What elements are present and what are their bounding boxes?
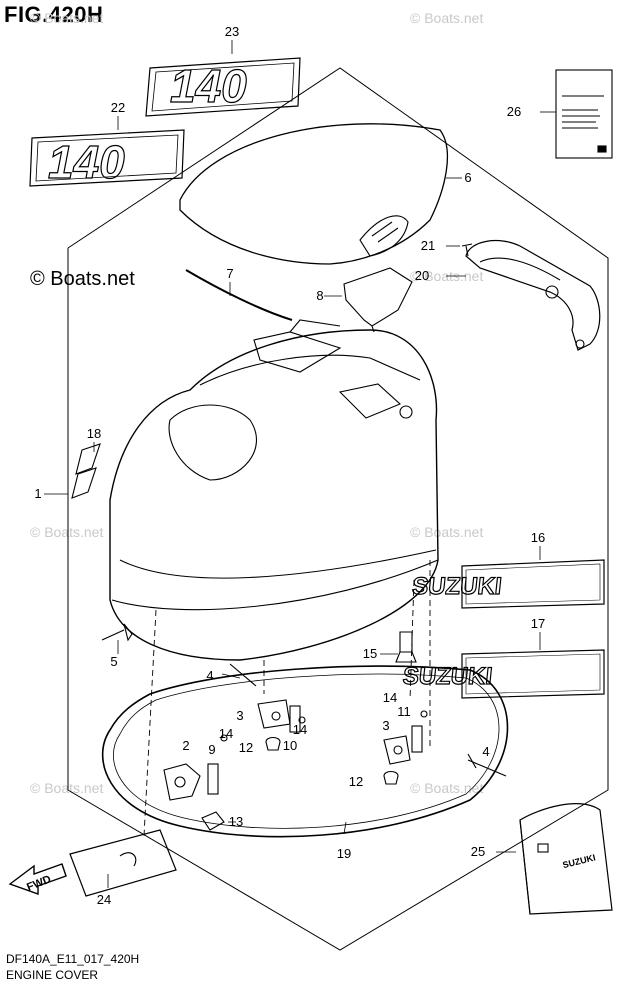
clip-bracket (395, 631, 417, 663)
callout-number: 2 (182, 738, 189, 753)
latch-center (257, 699, 291, 729)
suzuki-emblem (71, 443, 101, 499)
callout-number: 6 (464, 170, 471, 185)
bolt-right (467, 753, 507, 777)
callout-number: 3 (382, 718, 389, 733)
callout-number: 17 (531, 616, 545, 631)
watermark: © Boats.net (410, 780, 484, 796)
decal-140-lower-text: 140 (48, 136, 125, 188)
bottom-seal (101, 665, 509, 838)
watermark: © Boats.net (30, 780, 104, 796)
engine-cover-bag (519, 803, 613, 915)
watermark: © Boats.net (30, 10, 104, 26)
rear-handle (465, 239, 601, 351)
callout-number: 18 (87, 426, 101, 441)
grommet-12-left (265, 736, 281, 751)
lock-rod (229, 663, 257, 687)
callout-number: 4 (206, 668, 213, 683)
top-cover (179, 123, 448, 265)
decal-suzuki-lower-text: SUZUKI (401, 663, 493, 690)
owners-manual-sheet (555, 69, 613, 159)
callout-number: 12 (349, 774, 363, 789)
bracket-11 (411, 725, 423, 753)
decal-140-upper (145, 57, 301, 117)
callout-number: 14 (293, 722, 307, 737)
callout-number: 13 (229, 814, 243, 829)
footer-name: ENGINE COVER (6, 968, 99, 982)
callout-number: 5 (110, 654, 117, 669)
grommet-12-right (383, 770, 399, 785)
engine-cover (109, 319, 439, 661)
callout-number: 3 (236, 708, 243, 723)
decal-suzuki-upper (461, 559, 605, 609)
callout-number: 26 (507, 104, 521, 119)
fwd-arrow-label: FWD (25, 873, 53, 894)
fwd-arrow-icon (8, 863, 67, 895)
fwd-sticker (69, 829, 177, 897)
callout-number: 10 (283, 738, 297, 753)
bracket-10 (289, 705, 301, 733)
bolt-left (101, 623, 133, 642)
callout-number: 11 (397, 704, 411, 719)
callout-number: 25 (471, 844, 485, 859)
callout-number: 12 (239, 740, 253, 755)
decal-140-upper-text: 140 (170, 60, 247, 112)
watermark: © Boats.net (30, 524, 104, 540)
screw-14-a (220, 734, 228, 742)
callout-leaders (44, 40, 556, 888)
callout-number: 1 (34, 486, 41, 501)
page-title: FIG.420H (4, 2, 104, 27)
bag-brand-label: SUZUKI (562, 852, 597, 870)
cover-cap (343, 267, 413, 333)
watermark-main: © Boats.net (30, 268, 135, 290)
latch-right (383, 735, 411, 765)
callout-number: 9 (208, 742, 215, 757)
callout-number: 8 (316, 288, 323, 303)
callout-number: 20 (415, 268, 429, 283)
callout-number: 19 (337, 846, 351, 861)
callout-number: 14 (219, 726, 233, 741)
callout-number: 15 (363, 646, 377, 661)
watermark: © Boats.net (410, 524, 484, 540)
latch-left (163, 763, 201, 801)
decal-suzuki-upper-text: SUZUKI (411, 573, 503, 600)
callout-number: 14 (383, 690, 397, 705)
callout-number: 16 (531, 530, 545, 545)
watermark: © Boats.net (410, 10, 484, 26)
screw (461, 243, 473, 257)
assembly-frame (67, 67, 609, 951)
callout-number: 21 (421, 238, 435, 253)
callout-number: 22 (111, 100, 125, 115)
screw-14-c (420, 710, 428, 718)
decal-suzuki-lower (461, 649, 605, 699)
nut-13 (201, 811, 225, 831)
screw-14-b (298, 716, 306, 724)
callout-number: 24 (97, 892, 111, 907)
callout-number: 4 (482, 744, 489, 759)
seal-strip (185, 269, 293, 321)
callout-number: 7 (226, 266, 233, 281)
bracket-9 (207, 763, 219, 795)
callout-number: 23 (225, 24, 239, 39)
decal-140-lower (29, 129, 185, 187)
footer-code: DF140A_E11_017_420H (6, 952, 140, 966)
